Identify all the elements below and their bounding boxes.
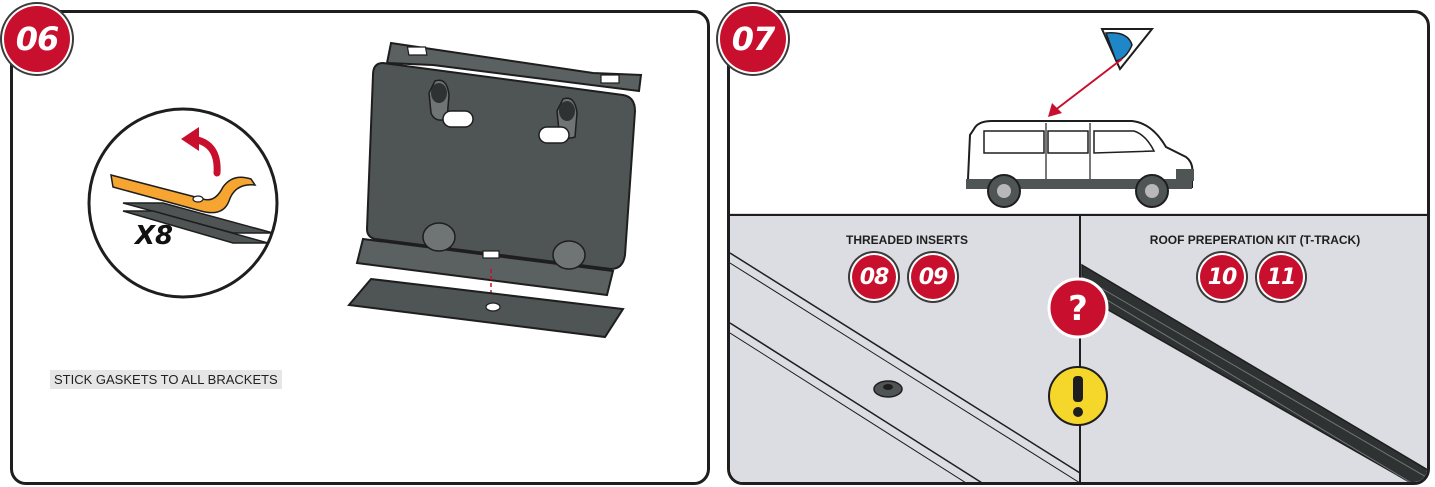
- roof-prep-kit-title: ROOF PREPERATION KIT (T-TRACK): [1149, 233, 1361, 247]
- view-direction-arrow: [1048, 58, 1123, 117]
- step-06-instruction: STICK GASKETS TO ALL BRACKETS: [50, 370, 282, 389]
- svg-text:?: ?: [1068, 289, 1088, 329]
- ref-badge-10: 10: [1200, 255, 1244, 299]
- van-illustration: [966, 120, 1194, 208]
- gasket-strip: [347, 277, 625, 339]
- ref-badge-09: 09: [911, 255, 955, 299]
- step-06-panel: X8: [10, 10, 710, 485]
- threaded-inserts-title: THREADED INSERTS: [845, 233, 968, 247]
- eye-icon: [1100, 28, 1155, 71]
- peel-arrow-icon: [181, 127, 221, 177]
- gasket-peel-detail: [87, 107, 279, 299]
- warning-icon: [1048, 366, 1108, 426]
- step-07-badge: 07: [720, 6, 786, 72]
- bracket-illustration: [355, 41, 643, 311]
- question-icon: ?: [1047, 277, 1109, 339]
- step-06-badge: 06: [4, 6, 70, 72]
- roof-closeup: [730, 213, 1427, 482]
- ref-badge-11: 11: [1259, 255, 1303, 299]
- quantity-label: X8: [135, 221, 174, 251]
- ref-badge-08: 08: [852, 255, 896, 299]
